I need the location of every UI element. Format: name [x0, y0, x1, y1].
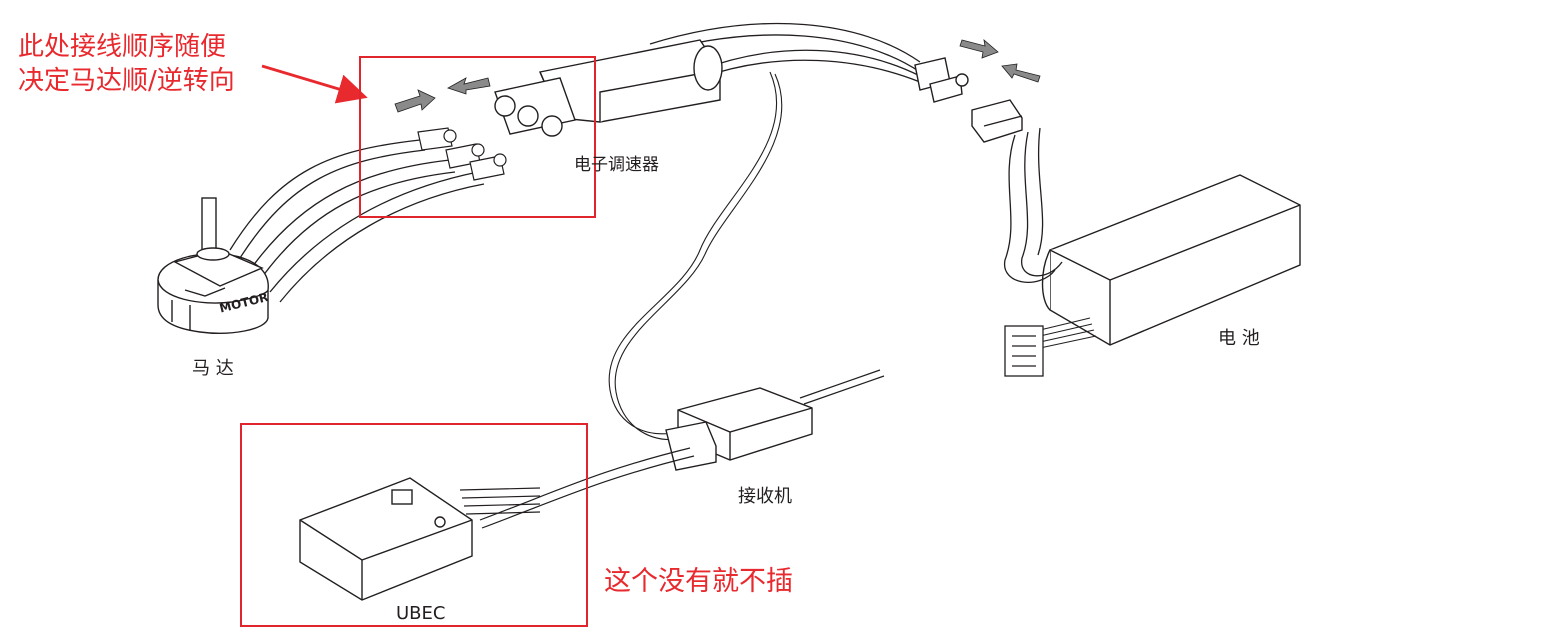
- motor-label: 马 达: [192, 358, 234, 379]
- esc-battery-plug: [914, 57, 969, 103]
- wiring-order-note-line1: 此处接线顺序随便: [18, 32, 227, 62]
- esc-label: 电子调速器: [574, 155, 659, 175]
- wiring-order-note-line2: 决定马达顺/逆转向: [18, 66, 235, 96]
- motor-bullet-connectors: [417, 127, 507, 181]
- receiver: [665, 387, 813, 471]
- battery-main-lead: [1004, 127, 1063, 283]
- battery: [1041, 174, 1301, 346]
- signal-wire: [608, 71, 783, 440]
- receiver-antenna: [799, 369, 885, 405]
- ubec-box: [299, 477, 473, 601]
- ubec-label: UBEC: [396, 603, 446, 624]
- esc-body: [494, 39, 723, 137]
- motor: [157, 197, 269, 334]
- ubec-leads: [459, 447, 695, 529]
- connector-highlight-box: [359, 56, 596, 218]
- battery-plug: [971, 99, 1023, 143]
- connect-arrows: [394, 38, 1041, 113]
- balance-plug: [1004, 325, 1044, 377]
- battery-label: 电 池: [1218, 328, 1260, 349]
- receiver-label: 接收机: [738, 486, 792, 507]
- ubec-highlight-box: [240, 423, 588, 627]
- balance-lead: [1039, 317, 1097, 349]
- annotation-arrow: [261, 64, 368, 104]
- ubec-optional-note: 这个没有就不插: [604, 566, 793, 597]
